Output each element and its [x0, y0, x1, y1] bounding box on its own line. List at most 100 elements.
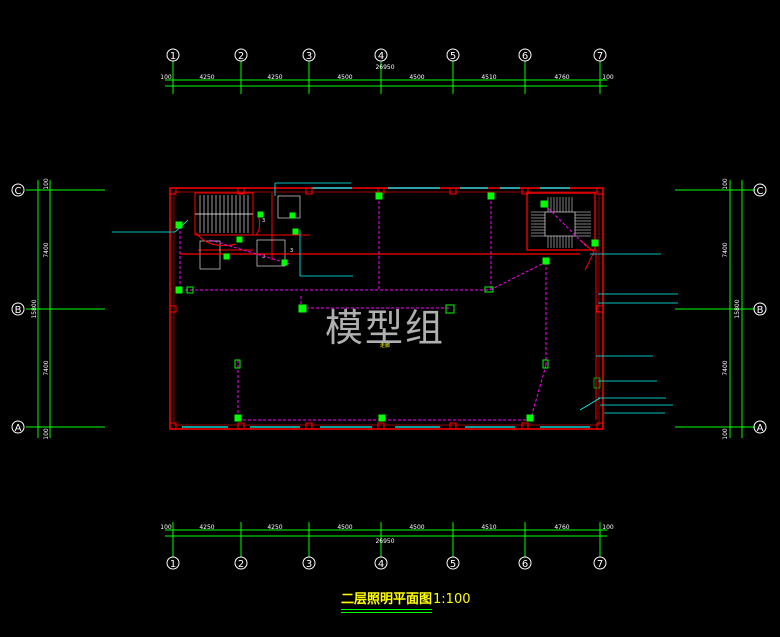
axis-label: 2 — [238, 51, 244, 62]
top-grid-ticks — [172, 61, 601, 94]
bottom-span-4: 4500 — [409, 524, 424, 531]
axis-label: 6 — [522, 51, 528, 62]
axis-bubble-right-b: B — [753, 302, 767, 316]
axis-label: 1 — [170, 559, 176, 570]
axis-label: 1 — [170, 51, 176, 62]
light-fixture — [234, 414, 242, 422]
top-span-6: 4760 — [554, 74, 569, 81]
axis-bubble-left-c: C — [11, 183, 25, 197]
left-stair — [194, 192, 254, 236]
axis-label: 5 — [450, 51, 456, 62]
top-dim-numbers: 100 4250 4250 4500 4500 4510 4760 100 26… — [160, 64, 614, 81]
top-total: 26950 — [375, 64, 394, 71]
axis-bubble-right-c: C — [753, 183, 767, 197]
bottom-axis-bubbles: 1 2 3 4 5 6 7 — [166, 556, 607, 570]
light-fixture — [484, 286, 494, 293]
light-fixture — [526, 414, 534, 422]
axis-bubble-top-2: 2 — [234, 48, 248, 62]
axis-label: B — [757, 305, 764, 316]
left-dim-numbers: 100 7400 15800 7400 100 — [31, 178, 50, 440]
top-span-5: 4510 — [481, 74, 496, 81]
axis-bubble-bottom-1: 1 — [166, 556, 180, 570]
right-dimension-group — [675, 180, 755, 438]
light-fixture — [378, 414, 386, 422]
bottom-dim-numbers: 100 4250 4250 4500 4500 4510 4760 100 26… — [160, 524, 614, 545]
axis-bubble-bottom-5: 5 — [446, 556, 460, 570]
axis-label: 6 — [522, 559, 528, 570]
bottom-span-3: 4500 — [337, 524, 352, 531]
axis-bubble-bottom-4: 4 — [374, 556, 388, 570]
light-fixture — [175, 221, 183, 229]
axis-label: A — [15, 423, 22, 434]
bottom-end-right: 100 — [602, 524, 614, 531]
light-fixture — [292, 228, 299, 235]
right-dim-upper: 7400 — [722, 242, 729, 257]
bottom-span-2: 4250 — [267, 524, 282, 531]
axis-label: 3 — [306, 51, 312, 62]
bottom-span-1: 4250 — [199, 524, 214, 531]
axis-label: C — [15, 186, 22, 197]
axis-bubble-top-1: 1 — [166, 48, 180, 62]
panel-box — [593, 377, 601, 389]
floor-plan: 3 3 3 — [112, 182, 678, 430]
left-dim-upper: 7400 — [43, 242, 50, 257]
top-end-right: 100 — [602, 74, 614, 81]
axis-label: 7 — [597, 559, 603, 570]
light-fixture — [281, 259, 288, 266]
columns — [169, 187, 604, 430]
left-dim-bottom: 100 — [43, 428, 50, 440]
light-fixture — [487, 192, 495, 200]
drawing-title-block: 二层照明平面图1:100 — [341, 588, 470, 610]
left-dim-lower: 7400 — [43, 360, 50, 375]
axis-bubble-top-6: 6 — [518, 48, 532, 62]
light-fixture — [223, 253, 230, 260]
light-fixture — [175, 286, 183, 294]
light-fixture — [257, 211, 264, 218]
axis-bubble-bottom-2: 2 — [234, 556, 248, 570]
right-dim-numbers: 100 7400 15800 7400 100 — [722, 178, 741, 440]
left-dim-total: 15800 — [31, 299, 38, 318]
right-dim-top: 100 — [722, 178, 729, 190]
right-dim-lower: 7400 — [722, 360, 729, 375]
bottom-span-6: 4760 — [554, 524, 569, 531]
axis-bubble-top-5: 5 — [446, 48, 460, 62]
light-fixture — [445, 304, 455, 314]
axis-label: 3 — [306, 559, 312, 570]
left-dim-top: 100 — [43, 178, 50, 190]
room-label: 走廊 — [380, 342, 390, 349]
stair-label-3: 3 — [262, 254, 265, 260]
bottom-grid-ticks — [172, 522, 601, 557]
bottom-end-left: 100 — [160, 524, 172, 531]
right-stair — [526, 192, 596, 251]
axis-bubble-bottom-3: 3 — [302, 556, 316, 570]
axis-label: 4 — [378, 51, 384, 62]
axis-bubble-top-7: 7 — [593, 48, 607, 62]
toilet-labels: 3 3 3 — [262, 218, 293, 260]
stair-label-2: 3 — [290, 248, 293, 254]
light-fixtures — [175, 192, 599, 422]
axis-bubble-left-b: B — [11, 302, 25, 316]
top-span-1: 4250 — [199, 74, 214, 81]
axis-bubble-top-4: 4 — [374, 48, 388, 62]
bottom-total: 26950 — [375, 538, 394, 545]
bottom-span-5: 4510 — [481, 524, 496, 531]
drawing-scale: 1:100 — [433, 592, 471, 607]
axis-bubble-top-3: 3 — [302, 48, 316, 62]
top-span-4: 4500 — [409, 74, 424, 81]
top-dimension-group — [165, 79, 607, 87]
top-axis-bubbles: 1 2 3 4 5 6 7 — [166, 48, 607, 62]
light-fixture — [375, 192, 383, 200]
top-end-left: 100 — [160, 74, 172, 81]
right-axis-bubbles: C B A — [753, 183, 767, 434]
light-fixture — [289, 212, 296, 219]
axis-bubble-bottom-7: 7 — [593, 556, 607, 570]
right-dim-bottom: 100 — [722, 428, 729, 440]
top-span-2: 4250 — [267, 74, 282, 81]
axis-label: 5 — [450, 559, 456, 570]
axis-label: C — [757, 186, 764, 197]
inner-wall-line — [173, 191, 600, 426]
leader-lines — [112, 182, 678, 414]
light-fixture — [540, 200, 548, 208]
